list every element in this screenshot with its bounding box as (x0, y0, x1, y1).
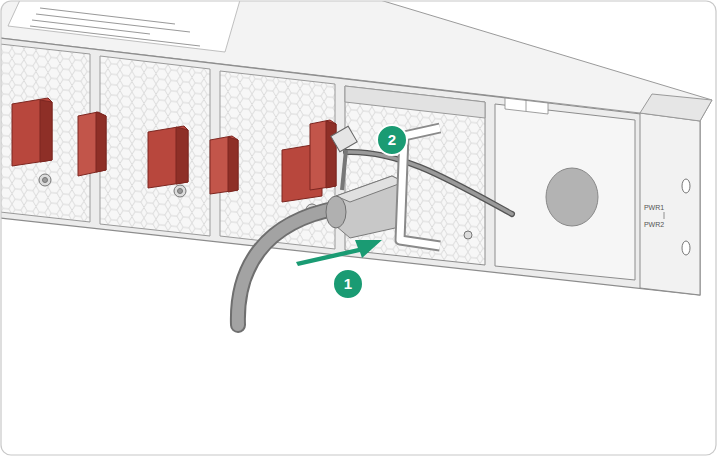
fan-module (220, 71, 335, 249)
sticker-lines (30, 8, 200, 46)
fan-module (100, 56, 210, 236)
tie-head (331, 126, 357, 152)
cable-tie (346, 152, 512, 214)
callout-circle (377, 125, 407, 155)
cable-tie (346, 152, 512, 214)
mounting-hole (682, 241, 690, 255)
callout-number: 1 (344, 275, 352, 293)
insert-arrow (296, 240, 382, 266)
blank-slot (495, 104, 635, 280)
port-label: PWR2 (643, 221, 665, 229)
chassis (1, 1, 712, 325)
blank-hole (546, 168, 598, 226)
power-module-rim (345, 86, 485, 118)
callout-number: 2 (388, 131, 396, 149)
chassis-front (1, 38, 700, 295)
cable-tie (342, 150, 346, 190)
fan-module (1, 44, 90, 222)
power-cord (238, 208, 338, 325)
power-module (345, 86, 485, 265)
fan-handle (12, 98, 336, 202)
mounting-ear-top (640, 94, 712, 121)
mounting-hole (682, 179, 690, 193)
power-plug (336, 176, 404, 238)
callout-circle (333, 269, 363, 299)
port-label: PWR1 (643, 204, 665, 212)
icon-plate (505, 98, 548, 114)
power-plug (336, 176, 404, 202)
power-cord (238, 208, 338, 325)
plug-collar (326, 196, 346, 228)
mounting-ear (640, 113, 700, 295)
